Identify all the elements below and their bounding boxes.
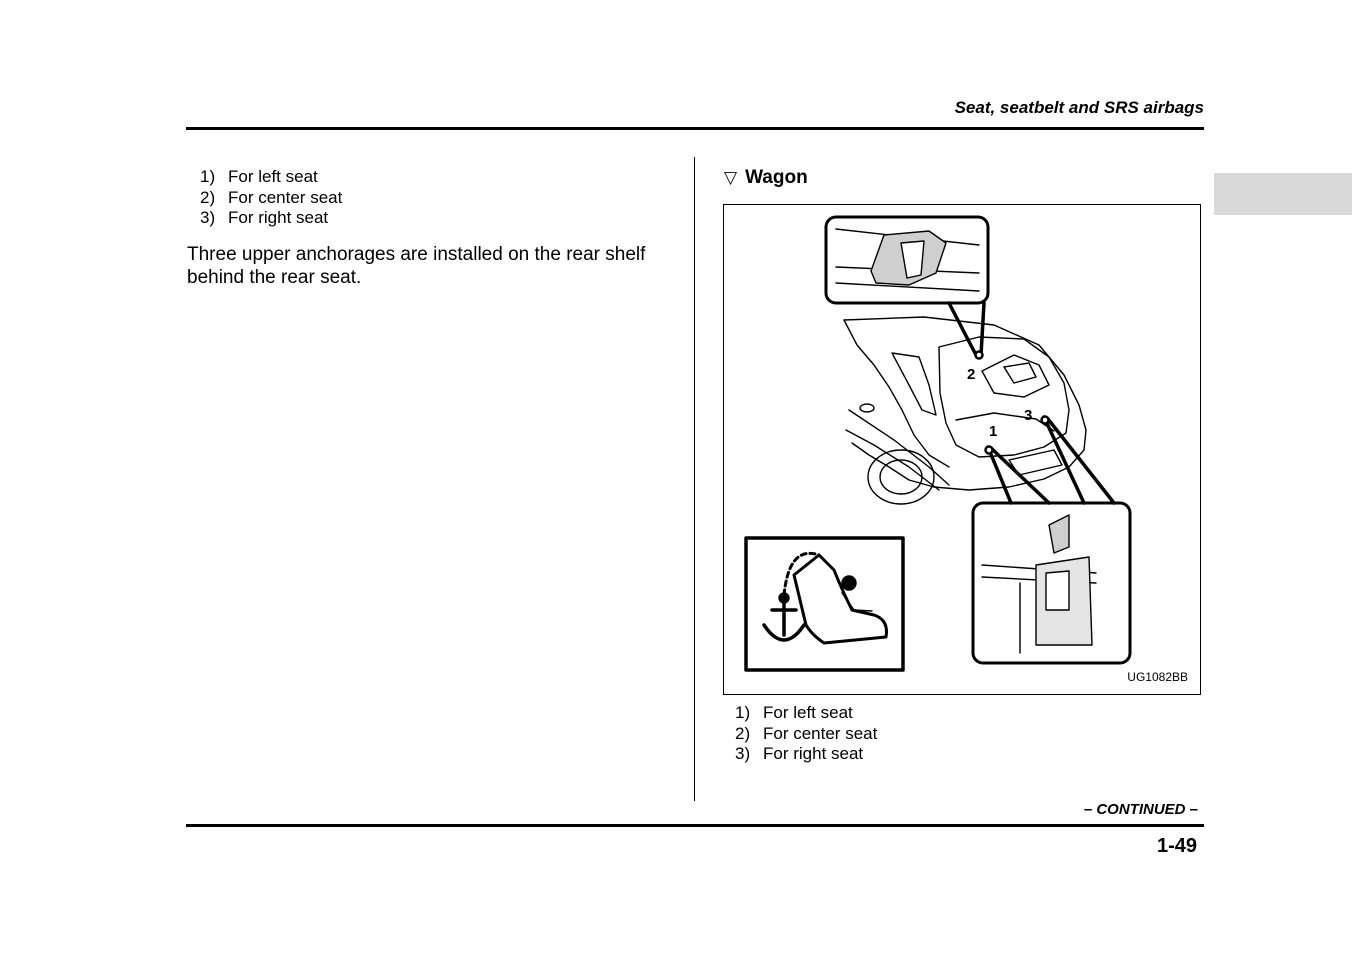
continued-label: – CONTINUED – (1083, 801, 1198, 818)
footer-rule (186, 824, 1204, 827)
header-rule (186, 127, 1204, 130)
section-title: Seat, seatbelt and SRS airbags (954, 98, 1204, 117)
left-anchor-list: 1)For left seat 2)For center seat 3)For … (200, 167, 342, 229)
chapter-tab (1214, 173, 1352, 215)
list-item: 1)For left seat (200, 167, 318, 186)
list-item: 1)For left seat (735, 703, 853, 722)
column-divider (694, 157, 695, 801)
right-anchor-list: 1)For left seat 2)For center seat 3)For … (735, 703, 877, 765)
list-item: 3)For right seat (200, 208, 329, 227)
wagon-anchorage-figure: 2 1 3 UG1082BB (723, 204, 1201, 695)
wagon-illustration: 2 1 3 (744, 215, 1132, 672)
list-item: 2)For center seat (735, 723, 878, 743)
body-paragraph: Three upper anchorages are installed on … (187, 244, 646, 288)
list-item: 2)For center seat (200, 187, 343, 207)
figure-code: UG1082BB (1127, 670, 1188, 684)
page-number: 1-49 (1156, 835, 1197, 857)
list-item: 3)For right seat (735, 744, 864, 763)
callout-3: 3 (1024, 407, 1032, 424)
callout-1: 1 (989, 423, 997, 440)
callout-2: 2 (967, 366, 975, 383)
triangle-icon: ▽ (724, 168, 738, 188)
wagon-heading: ▽Wagon (724, 167, 808, 188)
